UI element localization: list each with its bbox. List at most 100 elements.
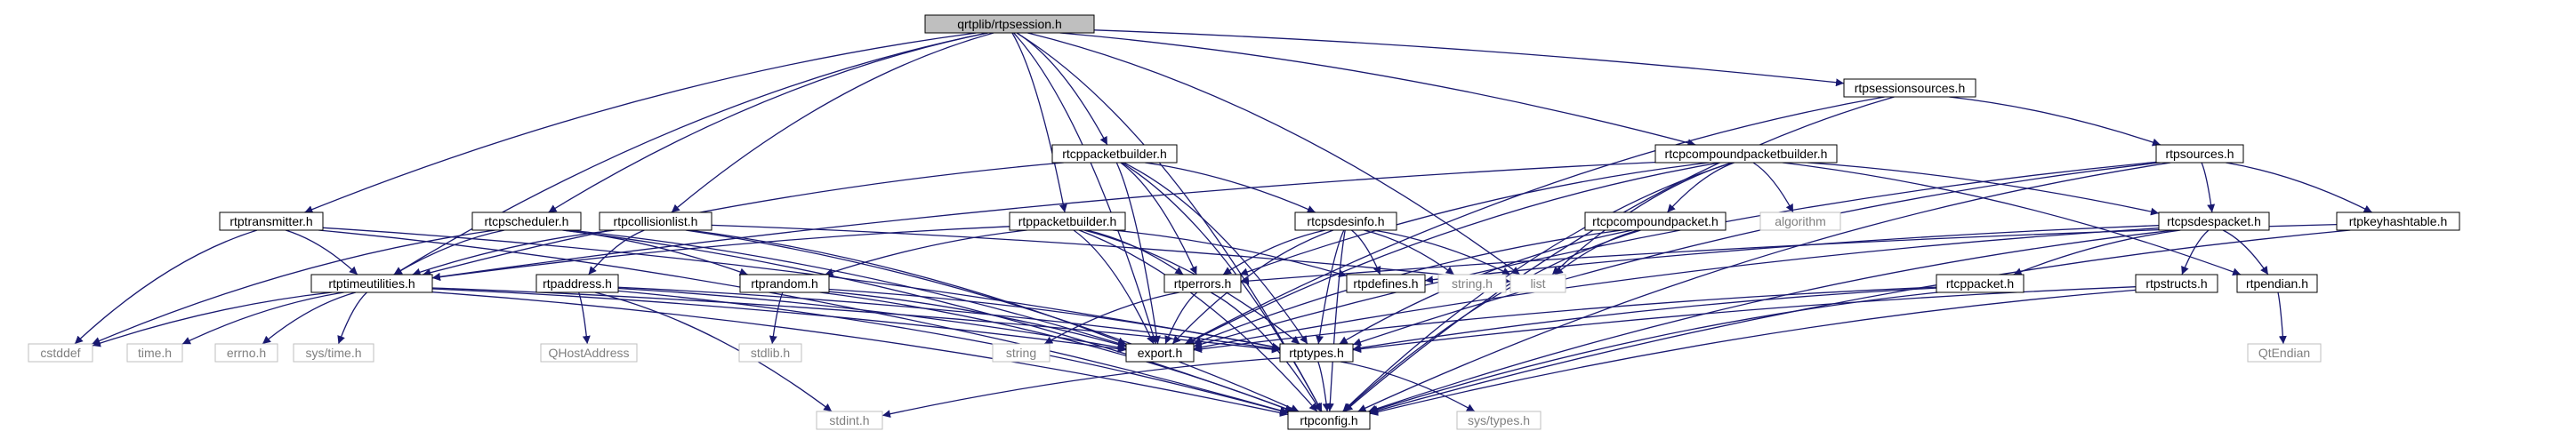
node-label-rtptypes-h: rtptypes.h — [1289, 346, 1343, 360]
edge-rtpaddress-to-stdinth — [594, 291, 833, 412]
node-box-rtpconfig-h — [1287, 411, 1371, 430]
node-box-sys-types-h — [1456, 411, 1542, 430]
node-rtptransmitter-h[interactable]: rtptransmitter.h — [219, 212, 324, 231]
edge-rtcpcompoundpacketbuilder-to-rtpconfig — [1342, 162, 1733, 412]
node-label-rtpdefines-h: rtpdefines.h — [1353, 276, 1418, 291]
node-sys-types-h: sys/types.h — [1456, 411, 1542, 430]
node-label-rtpstructs-h: rtpstructs.h — [2145, 276, 2207, 291]
edge-rtpsession-to-rtpconfig — [1016, 32, 1323, 412]
node-label-stdlib-h: stdlib.h — [751, 346, 790, 360]
node-rtcppacketbuilder-h[interactable]: rtcppacketbuilder.h — [1051, 144, 1178, 164]
node-box-export-h — [1125, 343, 1195, 363]
edge-rtcppacket-to-export — [1193, 286, 1937, 354]
node-box-rtpkeyhashtable-h — [2336, 212, 2460, 231]
edge-rtptimeutilities-to-timeh — [181, 291, 344, 345]
edge-rtpsources-to-export — [1193, 161, 2157, 348]
node-rtprandom-h[interactable]: rtprandom.h — [739, 274, 830, 293]
node-box-rtpsessionsources-h — [1843, 78, 1976, 98]
node-cstddef: cstddef — [28, 343, 93, 363]
node-box-qhostaddress — [540, 343, 638, 363]
edge-rtpstructs-to-rtpconfig — [1369, 289, 2137, 416]
node-rtpstructs-h[interactable]: rtpstructs.h — [2135, 274, 2218, 293]
node-rtppacketbuilder-h[interactable]: rtppacketbuilder.h — [1009, 212, 1126, 231]
node-string-h: string.h — [1437, 274, 1507, 293]
node-label-rtcpscheduler-h: rtcpscheduler.h — [485, 214, 569, 228]
node-rtpconfig-h[interactable]: rtpconfig.h — [1287, 411, 1371, 430]
edge-rtprandom-to-export — [828, 291, 1127, 348]
node-box-list — [1509, 274, 1566, 293]
node-label-rtpaddress-h: rtpaddress.h — [543, 276, 612, 291]
node-qrtplib-rtpsession-h[interactable]: qrtplib/rtpsession.h — [924, 14, 1095, 34]
node-label-rtpsources-h: rtpsources.h — [2165, 147, 2234, 161]
node-rtcpsdespacket-h[interactable]: rtcpsdespacket.h — [2158, 212, 2270, 231]
node-rtcpsdesinfo-h[interactable]: rtcpsdesinfo.h — [1294, 212, 1397, 231]
edge-rtprandom-to-rtpconfig — [819, 291, 1294, 413]
node-rtpcollisionlist-h[interactable]: rtpcollisionlist.h — [599, 212, 712, 231]
node-errno-h: errno.h — [214, 343, 278, 363]
node-export-h[interactable]: export.h — [1125, 343, 1195, 363]
node-label-rtcppacketbuilder-h: rtcppacketbuilder.h — [1062, 147, 1167, 161]
edge-rtpsession-to-list — [1027, 32, 1521, 275]
node-rtpsources-h[interactable]: rtpsources.h — [2155, 144, 2244, 164]
node-label-rtcpcompoundpacketbuilder-h: rtcpcompoundpacketbuilder.h — [1665, 147, 1828, 161]
node-box-stdlib-h — [738, 343, 802, 363]
edge-rtperrors-to-string — [1043, 291, 1179, 345]
edge-rtcppacketbuilder-to-rtcpsdesinfo — [1145, 162, 1316, 213]
node-box-rtcppacketbuilder-h — [1051, 144, 1178, 164]
edge-rtpsources-to-rtptypes — [1352, 162, 2161, 347]
node-box-cstddef — [28, 343, 93, 363]
node-box-rtpaddress-h — [535, 274, 619, 293]
node-box-rtprandom-h — [739, 274, 830, 293]
node-box-rtppacketbuilder-h — [1009, 212, 1126, 231]
edge-rtppacketbuilder-to-rtpconfig — [1078, 229, 1318, 412]
edge-rtptransmitter-to-rtptimeutilities — [285, 229, 358, 275]
edge-rtpsession-to-rtpcollisionlist — [671, 32, 994, 213]
node-box-rtcpcompoundpacket-h — [1584, 212, 1727, 231]
node-label-sys-types-h: sys/types.h — [1468, 413, 1530, 427]
node-box-qrtplib-rtpsession-h — [924, 14, 1095, 34]
node-rtcpcompoundpacketbuilder-h[interactable]: rtcpcompoundpacketbuilder.h — [1654, 144, 1838, 164]
node-rtpaddress-h[interactable]: rtpaddress.h — [535, 274, 619, 293]
edge-rtcppacketbuilder-to-rtptimeutilities — [423, 162, 1064, 277]
node-rtpendian-h[interactable]: rtpendian.h — [2236, 274, 2318, 293]
node-rtpdefines-h[interactable]: rtpdefines.h — [1346, 274, 1426, 293]
edge-rtcpsdesinfo-to-export — [1171, 229, 1334, 345]
node-box-rtptransmitter-h — [219, 212, 324, 231]
edge-rtptimeutilities-to-systimeh — [337, 291, 367, 345]
node-rtcpcompoundpacket-h[interactable]: rtcpcompoundpacket.h — [1584, 212, 1727, 231]
edge-rtcpcompoundpacketbuilder-to-rtpendian — [1782, 162, 2242, 276]
edge-rtppacketbuilder-to-rtpdefines — [1113, 229, 1348, 278]
node-label-rtcpsdespacket-h: rtcpsdespacket.h — [2167, 214, 2261, 228]
node-label-rtptransmitter-h: rtptransmitter.h — [229, 214, 312, 228]
edge-rtptimeutilities-to-rtptypes — [431, 287, 1281, 354]
edge-rtcppacketbuilder-to-export — [1115, 162, 1161, 345]
node-box-rtpstructs-h — [2135, 274, 2218, 293]
node-box-rtcpscheduler-h — [471, 212, 582, 231]
node-box-rtpcollisionlist-h — [599, 212, 712, 231]
node-rtperrors-h[interactable]: rtperrors.h — [1163, 274, 1242, 293]
node-box-rtptimeutilities-h — [310, 274, 433, 293]
edge-rtcpcompoundpacket-to-rtpconfig — [1342, 229, 1641, 412]
edge-rtperrors-to-export — [1164, 291, 1198, 345]
node-label-sys-time-h: sys/time.h — [305, 346, 361, 360]
node-rtcppacket-h[interactable]: rtcppacket.h — [1936, 274, 2025, 293]
node-label-rtptimeutilities-h: rtptimeutilities.h — [328, 276, 415, 291]
node-box-rtpsources-h — [2155, 144, 2244, 164]
edge-rtcpsdesinfo-to-list — [1373, 229, 1511, 275]
node-rtptypes-h[interactable]: rtptypes.h — [1279, 343, 1354, 363]
node-label-rtpendian-h: rtpendian.h — [2246, 276, 2308, 291]
node-rtpsessionsources-h[interactable]: rtpsessionsources.h — [1843, 78, 1976, 98]
edge-rtcpcompoundpacket-to-export — [1193, 229, 1622, 345]
node-label-export-h: export.h — [1138, 346, 1183, 360]
node-rtcpscheduler-h[interactable]: rtcpscheduler.h — [471, 212, 582, 231]
edge-rtpsessionsources-to-rtpconfig — [1344, 96, 1895, 412]
node-label-stdint-h: stdint.h — [829, 413, 869, 427]
edge-rtcpcompoundpacketbuilder-to-rtcpcompoundpacket — [1666, 162, 1735, 213]
node-box-rtcppacket-h — [1936, 274, 2025, 293]
edge-rtpscheduler-to-cstddef — [92, 229, 495, 345]
node-rtpkeyhashtable-h[interactable]: rtpkeyhashtable.h — [2336, 212, 2460, 231]
node-rtptimeutilities-h[interactable]: rtptimeutilities.h — [310, 274, 433, 293]
node-qhostaddress: QHostAddress — [540, 343, 638, 363]
edge-rtcpcompoundpacketbuilder-to-algorithm — [1752, 162, 1794, 213]
